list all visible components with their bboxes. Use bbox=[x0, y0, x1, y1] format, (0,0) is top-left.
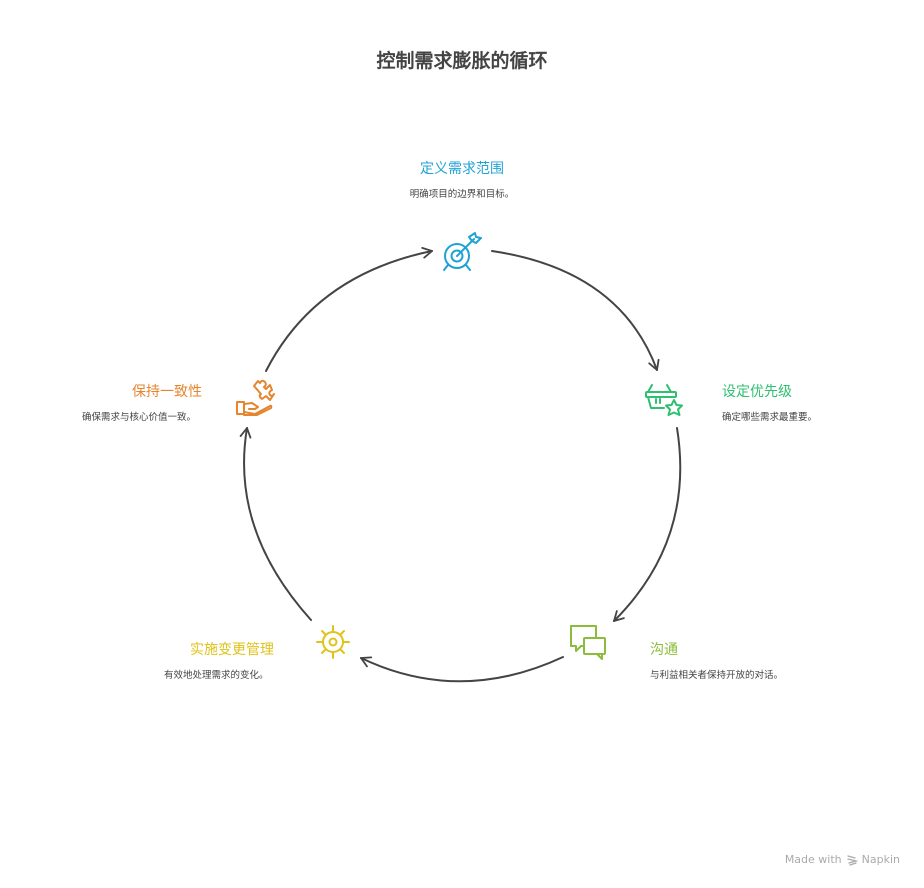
arrow-change-to-consistency bbox=[239, 427, 312, 621]
step-desc-prioritize: 确定哪些需求最重要。 bbox=[722, 412, 818, 423]
arrow-consistency-to-define bbox=[265, 247, 433, 372]
step-desc-consistency: 确保需求与核心价值一致。 bbox=[82, 412, 197, 423]
hand-puzzle-icon bbox=[236, 379, 275, 416]
step-label-change-management: 实施变更管理 bbox=[190, 642, 274, 658]
basket-star-icon bbox=[645, 384, 683, 416]
napkin-watermark[interactable]: Made with Napkin bbox=[785, 853, 900, 866]
target-arrow-icon bbox=[443, 232, 482, 271]
step-desc-change-management: 有效地处理需求的变化。 bbox=[164, 670, 269, 681]
arrow-define-to-prioritize bbox=[491, 250, 660, 371]
step-label-prioritize: 设定优先级 bbox=[722, 384, 792, 400]
watermark-prefix: Made with bbox=[784, 853, 842, 866]
napkin-logo-icon bbox=[846, 854, 858, 866]
step-desc-communicate: 与利益相关者保持开放的对话。 bbox=[650, 670, 784, 681]
arrow-communicate-to-change bbox=[360, 656, 564, 683]
watermark-brand: Napkin bbox=[861, 853, 900, 866]
step-label-consistency: 保持一致性 bbox=[132, 384, 202, 400]
step-label-communicate: 沟通 bbox=[650, 642, 678, 658]
diagram-title: 控制需求膨胀的循环 bbox=[376, 50, 548, 72]
arrow-prioritize-to-communicate bbox=[613, 427, 682, 622]
chat-bubbles-icon bbox=[570, 625, 606, 660]
step-label-define-scope: 定义需求范围 bbox=[420, 161, 504, 177]
gear-sun-icon bbox=[316, 625, 350, 659]
step-desc-define-scope: 明确项目的边界和目标。 bbox=[409, 189, 515, 200]
